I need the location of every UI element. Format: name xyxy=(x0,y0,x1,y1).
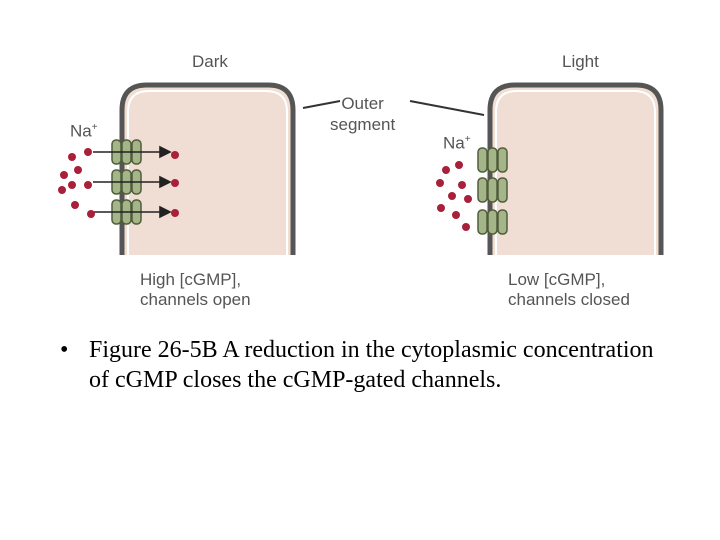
outer-segment-label: Outer segment xyxy=(330,94,396,134)
pointer-line-left xyxy=(302,100,341,109)
left-membrane-outer xyxy=(119,82,296,255)
na-ion xyxy=(84,148,92,156)
na-ion xyxy=(58,186,66,194)
na-ion xyxy=(437,204,445,212)
slide-caption: • Figure 26-5B A reduction in the cytopl… xyxy=(60,335,660,395)
na-ion xyxy=(442,166,450,174)
caption-text: Figure 26-5B A reduction in the cytoplas… xyxy=(89,337,654,393)
bullet-icon: • xyxy=(60,337,69,363)
na-ion xyxy=(171,209,179,217)
na-ion xyxy=(171,151,179,159)
na-ion xyxy=(462,223,470,231)
ion-charge: + xyxy=(464,134,471,145)
na-ion xyxy=(464,195,472,203)
right-ions xyxy=(436,161,472,231)
left-outer-segment xyxy=(122,85,293,255)
dark-title: Dark xyxy=(192,52,228,71)
na-label-left: Na+ xyxy=(70,118,98,142)
channel-closed xyxy=(477,209,508,235)
na-ion xyxy=(436,179,444,187)
na-ion xyxy=(60,171,68,179)
na-ion xyxy=(87,210,95,218)
na-ion xyxy=(68,153,76,161)
na-ion xyxy=(71,201,79,209)
na-ion xyxy=(171,179,179,187)
right-channels xyxy=(477,147,508,235)
right-membrane-inner xyxy=(495,90,656,255)
na-label-right: Na+ xyxy=(443,130,471,154)
na-ion xyxy=(84,181,92,189)
right-condition-caption: Low [cGMP], channels closed xyxy=(508,270,630,309)
ion-symbol: Na xyxy=(443,133,465,153)
na-ion xyxy=(448,192,456,200)
left-ion-arrows xyxy=(93,145,172,219)
ion-charge: + xyxy=(91,122,98,133)
channel-closed xyxy=(477,177,508,203)
pointer-line-right xyxy=(409,100,485,116)
na-ion xyxy=(452,211,460,219)
figure-illustration xyxy=(58,82,664,255)
right-membrane-outer xyxy=(487,82,664,255)
left-membrane-inner xyxy=(127,90,288,255)
light-title: Light xyxy=(562,52,599,71)
left-ions xyxy=(58,148,179,218)
left-condition-caption: High [cGMP], channels open xyxy=(140,270,251,309)
na-ion xyxy=(68,181,76,189)
channel-closed xyxy=(477,147,508,173)
photoreceptor-figure: Dark Light Outer segment Na+ Na+ High [c… xyxy=(58,52,664,309)
right-outer-segment xyxy=(490,85,661,255)
na-ion xyxy=(455,161,463,169)
ion-symbol: Na xyxy=(70,121,92,141)
na-ion xyxy=(74,166,82,174)
na-ion xyxy=(458,181,466,189)
